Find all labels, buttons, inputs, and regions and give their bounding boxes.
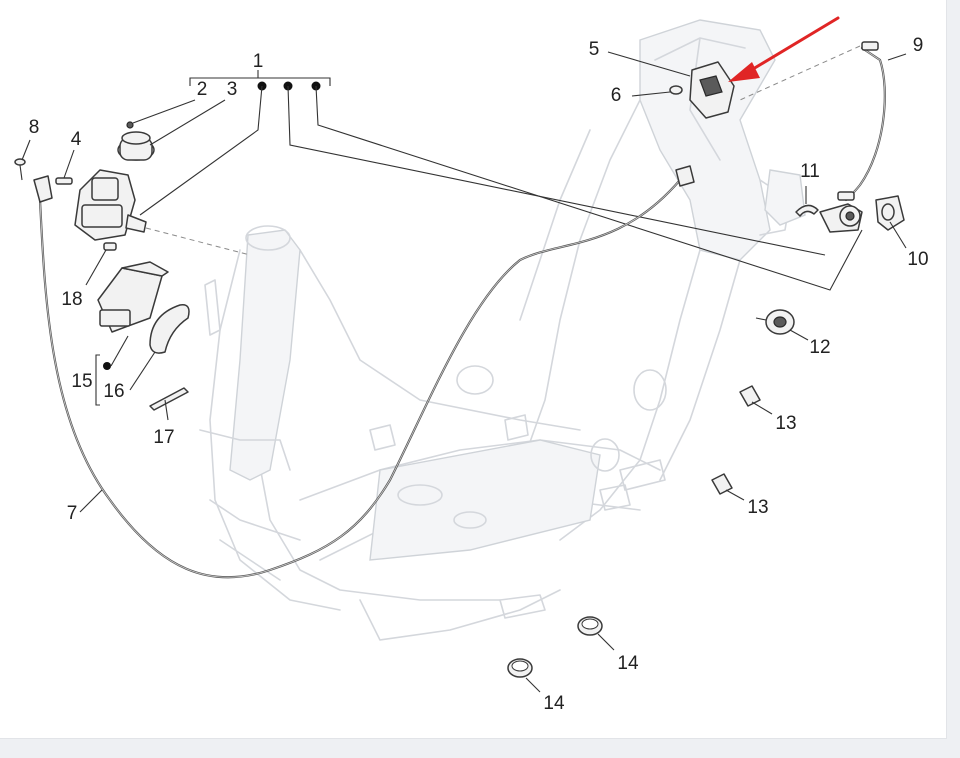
- part-14-clamp-left: [507, 658, 541, 693]
- label-9: 9: [913, 35, 924, 56]
- part-12-lock: [755, 309, 809, 341]
- part-4-pin: [55, 149, 75, 185]
- label-14-left: 14: [543, 693, 565, 714]
- label-18: 18: [61, 289, 82, 310]
- part-6-screw: [631, 85, 683, 97]
- part-8-screw: [14, 139, 31, 181]
- part-18-screw: [85, 242, 117, 286]
- group-bracket-1: [139, 70, 863, 291]
- part-15-control-unit: [95, 261, 169, 406]
- part-7-cable: [33, 165, 695, 579]
- part-16-bracket: [129, 304, 190, 391]
- part-13-knob-upper: [739, 385, 773, 415]
- label-12: 12: [809, 337, 830, 358]
- label-13-lower: 13: [747, 497, 768, 518]
- label-2: 2: [197, 79, 208, 100]
- part-2-small-screw: [126, 99, 196, 129]
- part-11-clip: [795, 186, 819, 217]
- label-14-right: 14: [617, 653, 639, 674]
- part-3-cap: [117, 99, 226, 161]
- label-15: 15: [71, 371, 92, 392]
- red-arrow-icon: [728, 16, 840, 82]
- label-8: 8: [29, 117, 40, 138]
- label-10: 10: [907, 249, 928, 270]
- label-7: 7: [67, 503, 78, 524]
- part-14-clamp-right: [577, 616, 615, 651]
- label-6: 6: [611, 85, 622, 106]
- diagram-canvas: 1 2 3 4 5 6 7 8 9 10 11 12 13 13 14 14 1…: [0, 0, 946, 738]
- part-5-latch: [607, 51, 735, 119]
- label-1: 1: [253, 51, 264, 72]
- part-9-cable: [739, 41, 907, 202]
- parts-diagram: 1 2 3 4 5 6 7 8 9 10 11 12 13 13 14 14 1…: [14, 16, 929, 714]
- label-3: 3: [227, 79, 238, 100]
- label-16: 16: [103, 381, 124, 402]
- callout-labels: 1 2 3 4 5 6 7 8 9 10 11 12 13 13 14 14 1…: [29, 35, 929, 714]
- part-1-actuator: [74, 169, 251, 256]
- part-13-knob-lower: [711, 473, 745, 501]
- label-4: 4: [71, 129, 82, 150]
- part-10-lock: [819, 195, 907, 249]
- label-17: 17: [153, 427, 174, 448]
- part-17-clip: [149, 387, 189, 421]
- label-13-upper: 13: [775, 413, 796, 434]
- label-5: 5: [589, 39, 600, 60]
- label-11: 11: [800, 161, 820, 182]
